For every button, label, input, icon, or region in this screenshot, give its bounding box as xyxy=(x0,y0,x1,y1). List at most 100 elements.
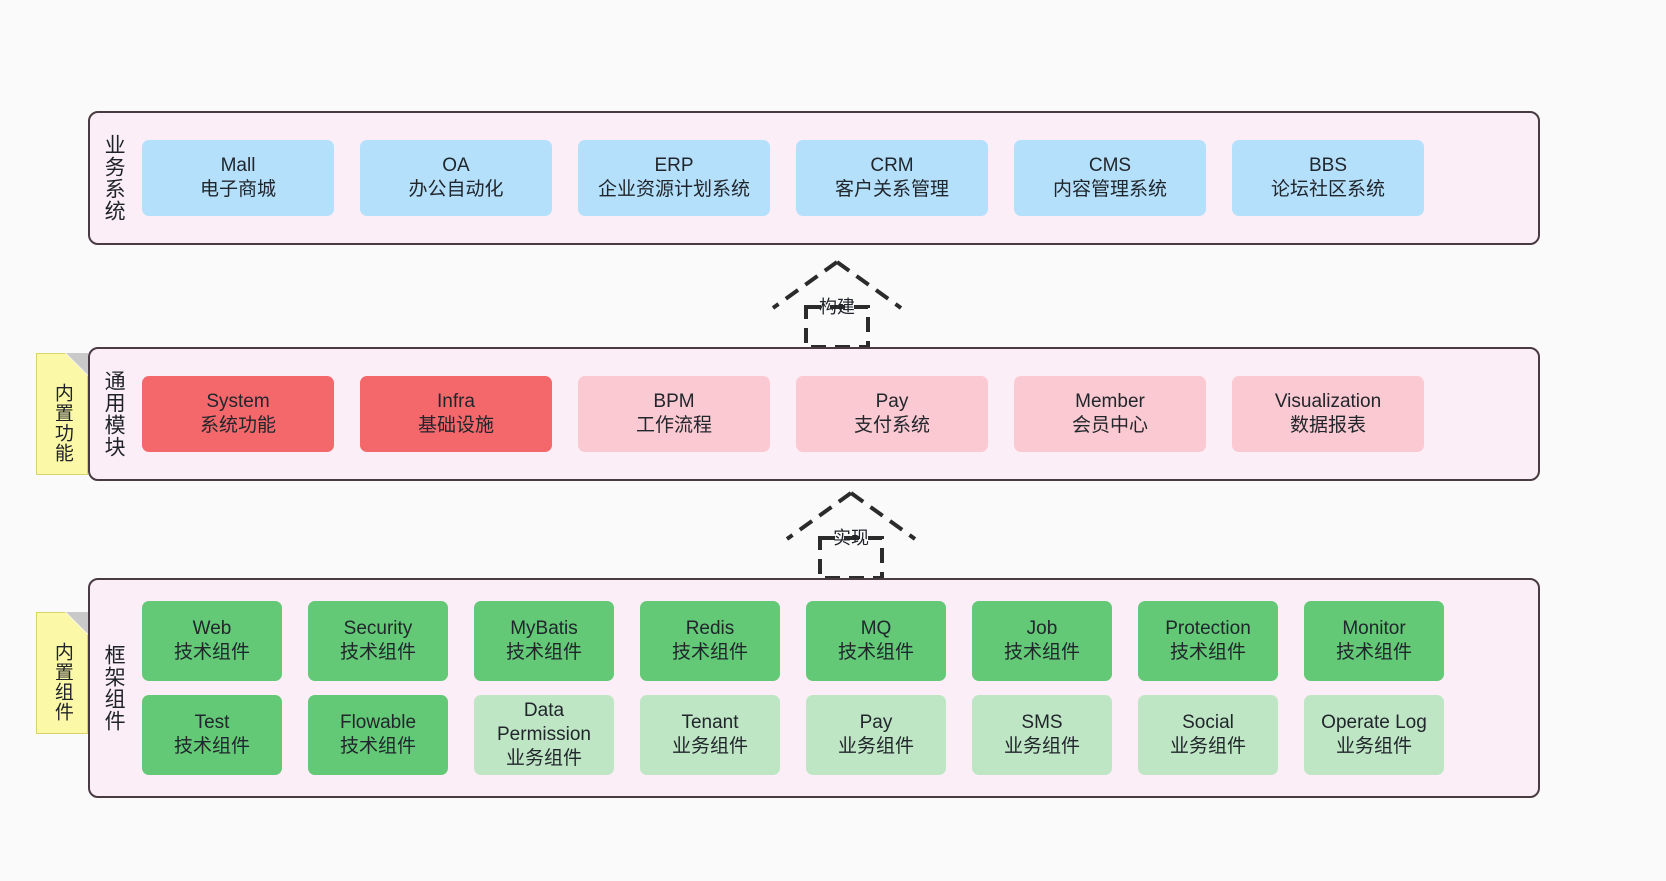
card-infra[interactable]: Infra 基础设施 xyxy=(360,376,552,452)
connector-implement: 实现 xyxy=(771,489,931,580)
layer-title-business-systems: 业务系统 xyxy=(102,134,126,222)
card-bbs[interactable]: BBS 论坛社区系统 xyxy=(1232,140,1424,216)
card-visualization[interactable]: Visualization 数据报表 xyxy=(1232,376,1424,452)
card-subtitle: 支付系统 xyxy=(853,415,930,436)
card-mq[interactable]: MQ 技术组件 xyxy=(806,601,946,681)
card-title: Member xyxy=(1075,390,1145,412)
card-erp[interactable]: ERP 企业资源计划系统 xyxy=(578,140,770,216)
card-title: Security xyxy=(343,617,413,639)
card-oa[interactable]: OA 办公自动化 xyxy=(360,140,552,216)
card-title: CRM xyxy=(870,154,914,176)
card-title: Pay xyxy=(875,390,909,412)
card-subtitle: 技术组件 xyxy=(1169,642,1246,663)
connector-label-build: 构建 xyxy=(819,297,855,317)
card-subtitle: 技术组件 xyxy=(1003,642,1080,663)
card-row: Mall 电子商城 OA 办公自动化 ERP 企业资源计划系统 CRM 客户关系… xyxy=(142,140,1538,216)
note-label: 内置组件 xyxy=(51,642,73,722)
card-job[interactable]: Job 技术组件 xyxy=(972,601,1112,681)
card-tenant[interactable]: Tenant 业务组件 xyxy=(640,695,780,775)
card-subtitle: 技术组件 xyxy=(505,642,582,663)
card-row: Test 技术组件 Flowable 技术组件 Data Permission … xyxy=(142,695,1538,775)
card-title: Mall xyxy=(220,154,256,176)
card-title: Test xyxy=(194,711,230,733)
card-title: Flowable xyxy=(339,711,417,733)
card-subtitle: 业务组件 xyxy=(837,736,914,757)
card-subtitle: 技术组件 xyxy=(837,642,914,663)
card-subtitle: 业务组件 xyxy=(505,748,582,770)
card-subtitle: 基础设施 xyxy=(417,415,494,436)
note-builtin-features: 内置功能 xyxy=(36,353,88,475)
card-security[interactable]: Security 技术组件 xyxy=(308,601,448,681)
card-title: SMS xyxy=(1021,711,1063,733)
layer-body-business-systems: Mall 电子商城 OA 办公自动化 ERP 企业资源计划系统 CRM 客户关系… xyxy=(136,113,1538,243)
card-title: BBS xyxy=(1308,154,1348,176)
card-title: Redis xyxy=(685,617,735,639)
card-protection[interactable]: Protection 技术组件 xyxy=(1138,601,1278,681)
note-label: 内置功能 xyxy=(51,383,73,463)
card-row: Web 技术组件 Security 技术组件 MyBatis 技术组件 Redi… xyxy=(142,601,1538,681)
card-mall[interactable]: Mall 电子商城 xyxy=(142,140,334,216)
card-crm[interactable]: CRM 客户关系管理 xyxy=(796,140,988,216)
card-title: ERP xyxy=(654,154,694,176)
connector-label-implement: 实现 xyxy=(833,528,869,548)
card-web[interactable]: Web 技术组件 xyxy=(142,601,282,681)
card-subtitle: 数据报表 xyxy=(1289,415,1366,436)
card-title: Job xyxy=(1026,617,1058,639)
card-system[interactable]: System 系统功能 xyxy=(142,376,334,452)
card-redis[interactable]: Redis 技术组件 xyxy=(640,601,780,681)
card-title: Tenant xyxy=(681,711,739,733)
card-title: Infra xyxy=(436,390,476,412)
card-subtitle: 技术组件 xyxy=(671,642,748,663)
card-subtitle: 系统功能 xyxy=(199,415,276,436)
card-subtitle: 业务组件 xyxy=(1003,736,1080,757)
card-test[interactable]: Test 技术组件 xyxy=(142,695,282,775)
card-title: CMS xyxy=(1088,154,1132,176)
card-bpm[interactable]: BPM 工作流程 xyxy=(578,376,770,452)
card-subtitle: 电子商城 xyxy=(199,179,276,200)
card-row: System 系统功能 Infra 基础设施 BPM 工作流程 Pay 支付系统… xyxy=(142,376,1538,452)
card-subtitle: 会员中心 xyxy=(1071,415,1148,436)
card-title: Social xyxy=(1182,711,1234,733)
card-title: System xyxy=(206,390,270,412)
card-title: Operate Log xyxy=(1321,711,1427,733)
card-title: Web xyxy=(192,617,232,639)
card-title: Data Permission xyxy=(497,699,591,745)
card-subtitle: 工作流程 xyxy=(635,415,712,436)
card-title: MyBatis xyxy=(510,617,578,639)
card-operate-log[interactable]: Operate Log 业务组件 xyxy=(1304,695,1444,775)
layer-body-common-modules: System 系统功能 Infra 基础设施 BPM 工作流程 Pay 支付系统… xyxy=(136,349,1538,479)
card-pay-component[interactable]: Pay 业务组件 xyxy=(806,695,946,775)
layer-common-modules: 通用模块 System 系统功能 Infra 基础设施 BPM 工作流程 Pay… xyxy=(88,347,1540,481)
card-subtitle: 办公自动化 xyxy=(408,179,504,200)
card-cms[interactable]: CMS 内容管理系统 xyxy=(1014,140,1206,216)
card-flowable[interactable]: Flowable 技术组件 xyxy=(308,695,448,775)
card-monitor[interactable]: Monitor 技术组件 xyxy=(1304,601,1444,681)
card-title: Visualization xyxy=(1274,390,1382,412)
card-pay-module[interactable]: Pay 支付系统 xyxy=(796,376,988,452)
card-subtitle: 业务组件 xyxy=(1335,736,1412,757)
card-subtitle: 技术组件 xyxy=(339,642,416,663)
card-data-permission[interactable]: Data Permission 业务组件 xyxy=(474,695,614,775)
card-title: OA xyxy=(442,154,470,176)
layer-business-systems: 业务系统 Mall 电子商城 OA 办公自动化 ERP 企业资源计划系统 CRM… xyxy=(88,111,1540,245)
card-subtitle: 客户关系管理 xyxy=(834,179,949,200)
card-subtitle: 技术组件 xyxy=(173,642,250,663)
card-title: Protection xyxy=(1165,617,1251,639)
card-subtitle: 技术组件 xyxy=(339,736,416,757)
card-subtitle: 技术组件 xyxy=(173,736,250,757)
note-builtin-components: 内置组件 xyxy=(36,612,88,734)
card-mybatis[interactable]: MyBatis 技术组件 xyxy=(474,601,614,681)
layer-title-framework-components: 框架组件 xyxy=(102,644,126,732)
layer-framework-components: 框架组件 Web 技术组件 Security 技术组件 MyBatis 技术组件… xyxy=(88,578,1540,798)
card-subtitle: 业务组件 xyxy=(671,736,748,757)
card-subtitle: 内容管理系统 xyxy=(1052,179,1167,200)
card-title: Pay xyxy=(859,711,893,733)
card-member[interactable]: Member 会员中心 xyxy=(1014,376,1206,452)
card-sms[interactable]: SMS 业务组件 xyxy=(972,695,1112,775)
card-title: MQ xyxy=(860,617,892,639)
card-social[interactable]: Social 业务组件 xyxy=(1138,695,1278,775)
card-title: BPM xyxy=(653,390,695,412)
card-title: Monitor xyxy=(1342,617,1406,639)
layer-title-common-modules: 通用模块 xyxy=(102,370,126,458)
